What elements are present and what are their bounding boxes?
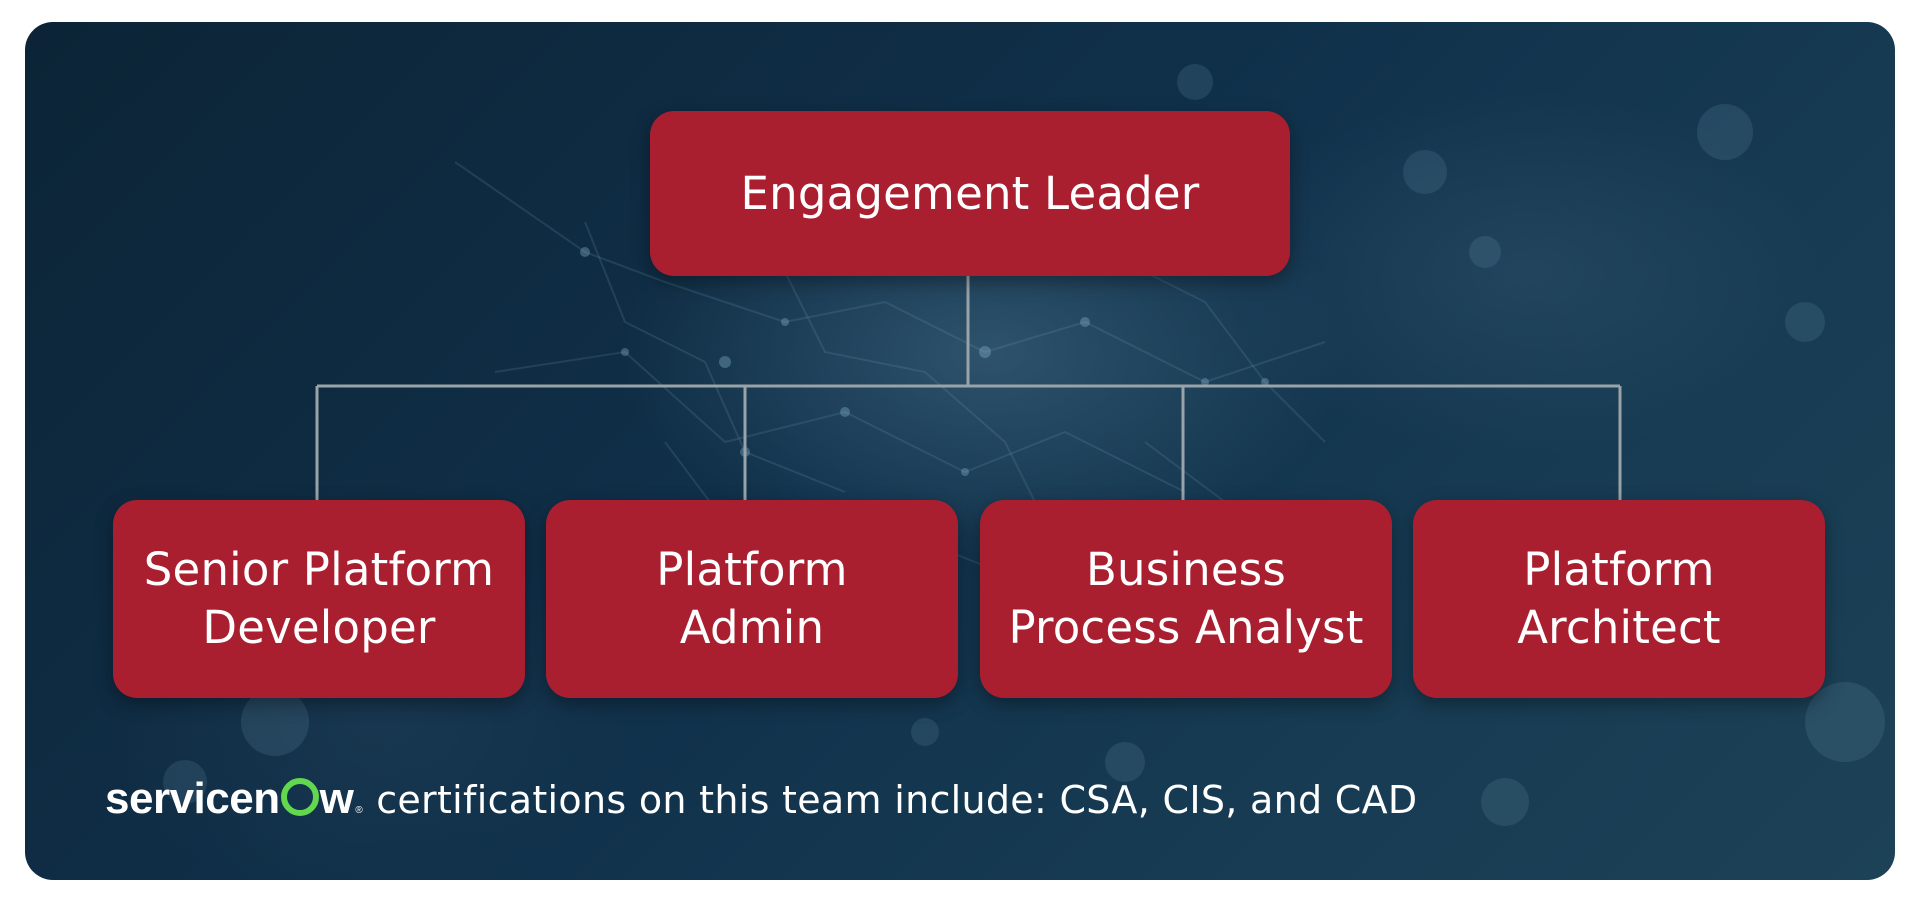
platform-admin-label: Platform Admin [656,543,848,654]
business-process-analyst-box: Business Process Analyst [980,500,1392,698]
platform-admin-box: Platform Admin [546,500,958,698]
logo-o-icon [280,778,319,816]
senior-platform-developer-label: Senior Platform Developer [143,543,495,654]
engagement-leader-label: Engagement Leader [740,166,1200,220]
certifications-text: certifications on this team include: CSA… [376,778,1418,822]
business-process-analyst-label: Business Process Analyst [1008,543,1364,654]
network-background-art [163,64,1885,826]
connector-lines [315,276,1622,500]
logo-text-end: w [319,774,354,823]
certifications-footer: servicen w® certifications on this team i… [105,774,1417,824]
registered-mark: ® [355,805,363,816]
logo-text-start: servicen [105,774,280,823]
servicenow-logo: servicen w® [105,774,363,824]
diagram-panel: Engagement Leader Senior Platform Develo… [25,22,1895,880]
senior-platform-developer-box: Senior Platform Developer [113,500,525,698]
platform-architect-label: Platform Architect [1517,543,1721,654]
engagement-leader-box: Engagement Leader [650,111,1290,276]
platform-architect-box: Platform Architect [1413,500,1825,698]
